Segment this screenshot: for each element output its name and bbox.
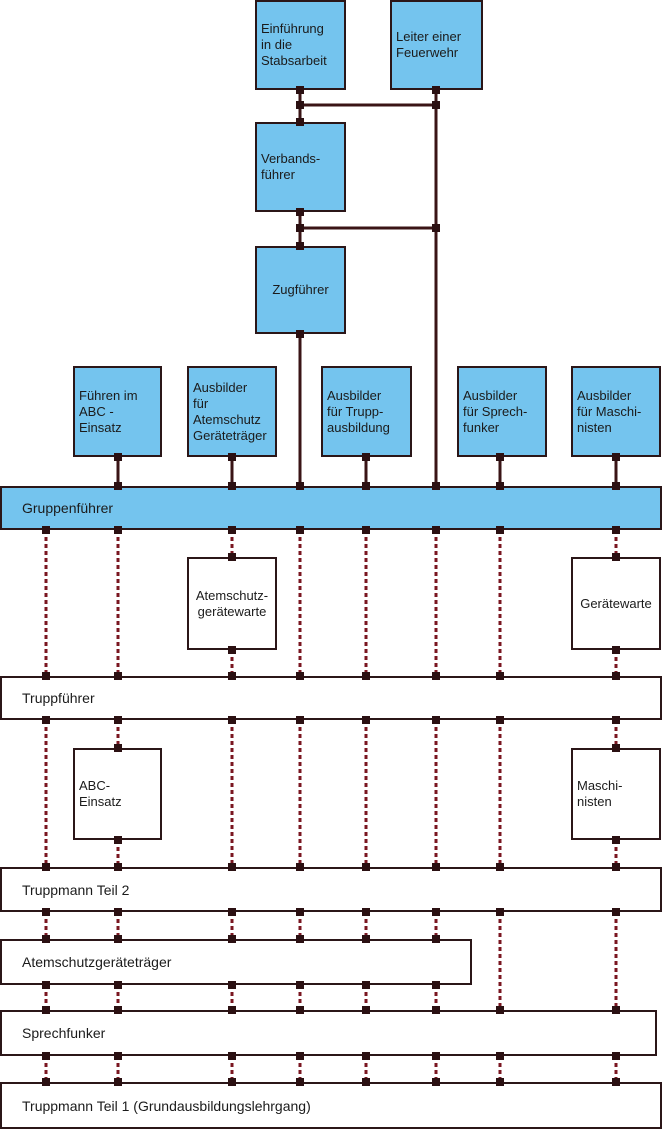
box-label: Ausbilder für Maschi- nisten bbox=[577, 387, 642, 435]
bar-label: Truppführer bbox=[22, 690, 95, 706]
box-ausbilder-maschinisten: Ausbilder für Maschi- nisten bbox=[571, 366, 661, 457]
box-ausbilder-trupp: Ausbilder für Trupp- ausbildung bbox=[321, 366, 412, 457]
box-label: Ausbilder für Sprech- funker bbox=[463, 387, 528, 435]
box-label: Ausbilder für Trupp- ausbildung bbox=[327, 387, 390, 435]
box-einfuehrung-stabsarbeit: Einführung in die Stabsarbeit bbox=[255, 0, 346, 90]
box-label: Maschi- nisten bbox=[577, 778, 623, 809]
box-atemschutzgeraetewarte: Atemschutz- gerätewarte bbox=[187, 557, 277, 650]
box-ausbilder-atemschutz: Ausbilder für Atemschutz Geräteträger bbox=[187, 366, 277, 457]
bar-label: Truppmann Teil 1 (Grundausbildungslehrga… bbox=[22, 1097, 311, 1114]
box-label: Führen im ABC - Einsatz bbox=[79, 387, 138, 435]
box-maschinisten: Maschi- nisten bbox=[571, 748, 661, 840]
bar-truppfuehrer: Truppführer bbox=[0, 676, 662, 720]
bar-label: Gruppenführer bbox=[22, 500, 114, 516]
bar-label: Atemschutzgeräteträger bbox=[22, 954, 172, 970]
box-ausbilder-sprechfunker: Ausbilder für Sprech- funker bbox=[457, 366, 547, 457]
bar-sprechfunker: Sprechfunker bbox=[0, 1010, 657, 1056]
box-label: Ausbilder für Atemschutz Geräteträger bbox=[193, 379, 267, 443]
box-label: Verbands- führer bbox=[261, 151, 321, 182]
box-label: Gerätewarte bbox=[580, 595, 652, 611]
box-label: Zugführer bbox=[272, 282, 329, 297]
bar-label: Truppmann Teil 2 bbox=[22, 881, 130, 898]
bar-label: Sprechfunker bbox=[22, 1025, 106, 1041]
box-verbandsfuehrer: Verbands- führer bbox=[255, 122, 346, 212]
box-leiter-feuerwehr: Leiter einer Feuerwehr bbox=[390, 0, 483, 90]
box-label: ABC- Einsatz bbox=[79, 778, 122, 809]
box-zugfuehrer: Zugführer bbox=[255, 246, 346, 334]
box-label: Einführung in die Stabsarbeit bbox=[261, 21, 327, 68]
box-label: Atemschutz- gerätewarte bbox=[195, 587, 269, 619]
bar-atemschutzgeraetetraeger: Atemschutzgeräteträger bbox=[0, 939, 472, 985]
bar-truppmann-teil-2: Truppmann Teil 2 bbox=[0, 867, 662, 912]
box-abc-einsatz: ABC- Einsatz bbox=[73, 748, 162, 840]
box-fuehren-abc: Führen im ABC - Einsatz bbox=[73, 366, 162, 457]
bar-truppmann-teil-1: Truppmann Teil 1 (Grundausbildungslehrga… bbox=[0, 1082, 662, 1129]
bar-gruppenfuehrer: Gruppenführer bbox=[0, 486, 662, 530]
box-geraetewarte: Gerätewarte bbox=[571, 557, 661, 650]
box-label: Leiter einer Feuerwehr bbox=[396, 29, 462, 60]
